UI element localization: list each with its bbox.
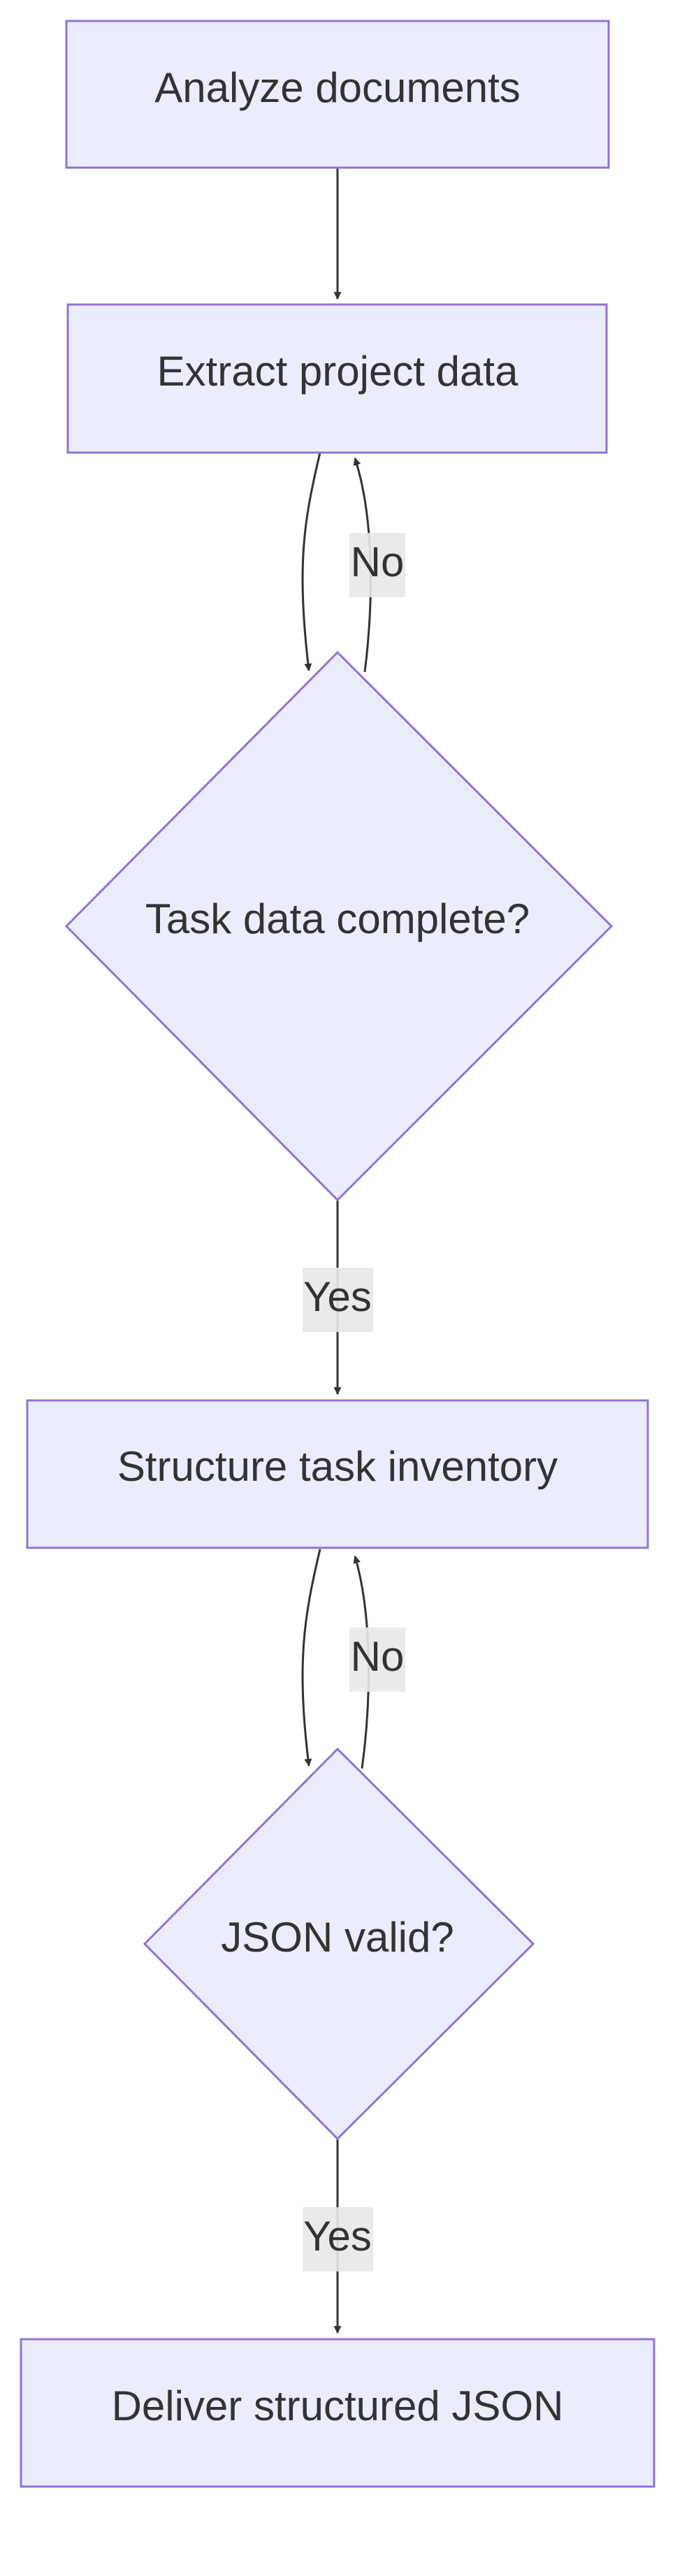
decision-json-valid: JSON valid? bbox=[143, 1747, 535, 2141]
node-deliver-structured-json-box bbox=[20, 2338, 655, 2488]
decision-json-valid-label: JSON valid? bbox=[221, 1914, 454, 1961]
edge-structure-to-json-valid bbox=[301, 1549, 321, 1767]
node-extract-project-data: Extract project data bbox=[66, 303, 608, 454]
node-extract-project-data-box bbox=[66, 303, 608, 454]
edge-label-json-yes-bg bbox=[303, 2207, 373, 2271]
decision-task-data-complete: Task data complete? bbox=[64, 650, 614, 1202]
node-deliver-structured-json-label: Deliver structured JSON bbox=[112, 2383, 564, 2429]
decision-task-data-complete-diamond bbox=[64, 650, 614, 1202]
edge-label-task-yes: Yes bbox=[303, 1273, 372, 1320]
edge-label-json-yes: Yes bbox=[303, 2213, 372, 2260]
edge-label-task-no: No bbox=[351, 539, 405, 585]
edge-label-json-no-bg bbox=[349, 1627, 405, 1692]
node-deliver-structured-json: Deliver structured JSON bbox=[20, 2338, 655, 2488]
edge-extract-to-task-complete bbox=[301, 452, 321, 672]
node-structure-task-inventory-label: Structure task inventory bbox=[117, 1443, 558, 1490]
node-extract-project-data-label: Extract project data bbox=[157, 348, 519, 395]
node-structure-task-inventory-box bbox=[26, 1399, 649, 1549]
node-analyze-documents: Analyze documents bbox=[65, 20, 610, 169]
edge-label-task-yes-bg bbox=[303, 1268, 373, 1332]
decision-json-valid-diamond bbox=[143, 1747, 535, 2141]
edge-label-json-no: No bbox=[351, 1633, 405, 1680]
edge-labels: No Yes No Yes bbox=[303, 533, 405, 2271]
node-structure-task-inventory: Structure task inventory bbox=[26, 1399, 649, 1549]
node-analyze-documents-box bbox=[65, 20, 610, 169]
edge-label-task-no-bg bbox=[349, 533, 405, 597]
decision-task-data-complete-label: Task data complete? bbox=[145, 895, 530, 942]
node-analyze-documents-label: Analyze documents bbox=[154, 64, 521, 111]
